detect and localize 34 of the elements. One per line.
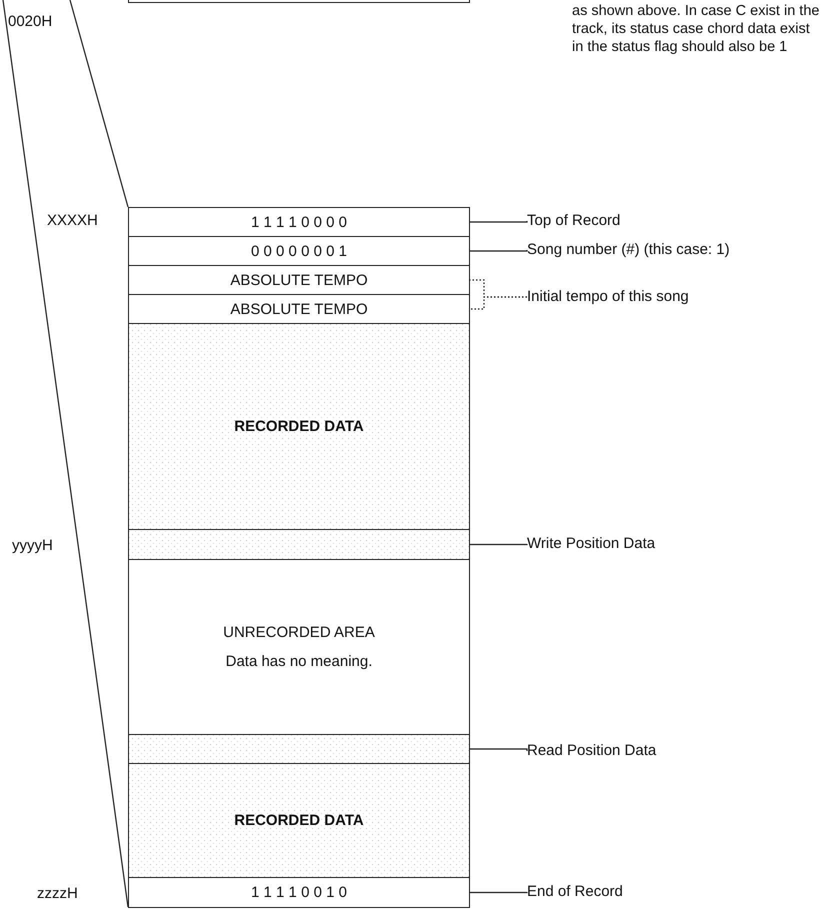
memory-row (128, 236, 470, 266)
row-text: RECORDED DATA (234, 811, 364, 830)
memory-row (128, 207, 470, 237)
row-text: 1 1 1 1 0 0 1 0 (251, 883, 347, 902)
row-note: Data has no meaning. (226, 652, 372, 672)
row-text: ABSOLUTE TEMPO (230, 270, 368, 290)
address-label: zzzzH (37, 885, 78, 903)
callout-label: Read Position Data (527, 742, 656, 760)
memory-row (128, 265, 470, 295)
row-text: ABSOLUTE TEMPO (230, 300, 368, 318)
row-text: RECORDED DATA (234, 417, 364, 436)
leader-line (470, 543, 528, 546)
leader-line (470, 891, 528, 894)
address-label: 0020H (8, 13, 52, 31)
note-text: as shown above. In case C exist in the track, its status case chord data exist in the status flag should also be 1 (572, 2, 820, 56)
memory-row (128, 559, 470, 735)
memory-row (128, 877, 470, 908)
row-text: 1 1 1 1 0 0 0 0 (251, 212, 347, 232)
callout-label: Top of Record (527, 212, 620, 230)
leader-line (470, 748, 528, 751)
callout-label: Song number (#) (this case: 1) (527, 241, 730, 259)
address-label: yyyyH (12, 537, 53, 555)
row-text: UNRECORDED AREA (223, 623, 375, 643)
position-data-row (128, 734, 470, 764)
recorded-data-block (128, 323, 470, 530)
callout-label: Initial tempo of this song (527, 288, 689, 306)
leader-line (470, 220, 528, 223)
callout-label: Write Position Data (527, 535, 656, 553)
leader-line (470, 250, 528, 252)
callout-label: End of Record (527, 883, 623, 901)
address-label: XXXXH (47, 212, 98, 230)
leader-line (470, 296, 527, 310)
row-text: 0 0 0 0 0 0 0 1 (251, 242, 347, 260)
memory-row (128, 294, 470, 324)
